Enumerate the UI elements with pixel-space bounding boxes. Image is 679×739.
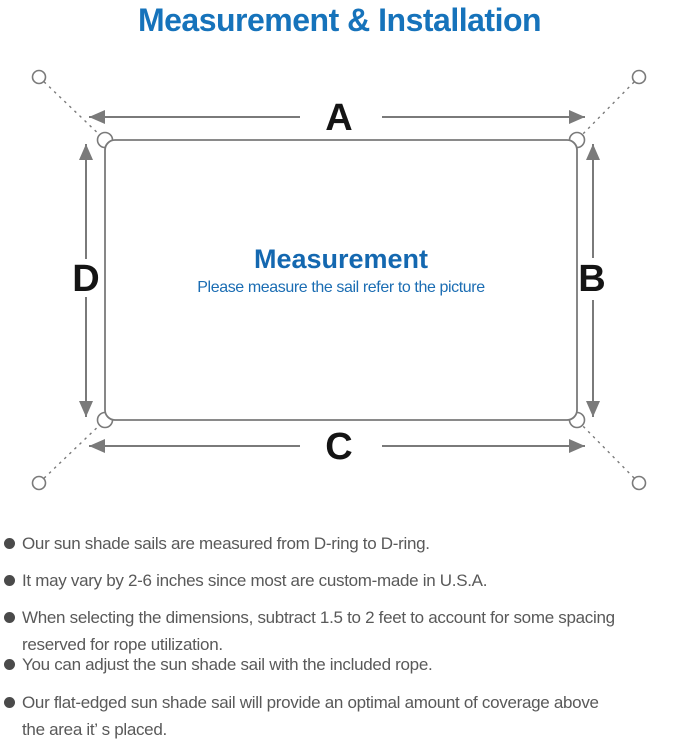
dimension-label-b: B bbox=[578, 258, 605, 300]
dimension-label-a: A bbox=[325, 97, 352, 139]
note-text: Our sun shade sails are measured from D-… bbox=[22, 534, 430, 553]
dimension-label-c: C bbox=[325, 426, 352, 468]
note-item: Our flat-edged sun shade sail will provi… bbox=[0, 689, 675, 739]
note-text: When selecting the dimensions, subtract … bbox=[22, 608, 615, 654]
rope-dashed-line-bottom-right bbox=[576, 419, 640, 484]
center-subheading: Please measure the sail refer to the pic… bbox=[197, 279, 485, 296]
bullet-icon bbox=[4, 697, 15, 708]
rope-dashed-line-bottom-left bbox=[38, 419, 106, 484]
dimension-label-d: D bbox=[72, 258, 99, 300]
rope-dashed-line-top-left bbox=[38, 76, 106, 141]
note-text: It may vary by 2-6 inches since most are… bbox=[22, 571, 488, 590]
note-text: You can adjust the sun shade sail with t… bbox=[22, 655, 433, 674]
anchor-ring-icon bbox=[631, 475, 647, 491]
note-text: Our flat-edged sun shade sail will provi… bbox=[22, 693, 599, 739]
note-item: When selecting the dimensions, subtract … bbox=[0, 604, 675, 658]
page-title: Measurement & Installation bbox=[137, 2, 542, 38]
center-heading: Measurement bbox=[254, 244, 428, 274]
sail-measurement-diagram: A B C D Measurement Please measure the s… bbox=[31, 69, 647, 491]
sail-outline bbox=[104, 139, 578, 421]
bullet-icon bbox=[4, 659, 15, 670]
anchor-ring-icon bbox=[31, 69, 47, 85]
rope-dashed-line-top-right bbox=[576, 76, 640, 141]
bullet-icon bbox=[4, 612, 15, 623]
bullet-icon bbox=[4, 575, 15, 586]
note-item: It may vary by 2-6 inches since most are… bbox=[0, 567, 675, 594]
anchor-ring-icon bbox=[631, 69, 647, 85]
bullet-icon bbox=[4, 538, 15, 549]
note-item: Our sun shade sails are measured from D-… bbox=[0, 530, 675, 557]
note-item: You can adjust the sun shade sail with t… bbox=[0, 651, 675, 678]
anchor-ring-icon bbox=[31, 475, 47, 491]
